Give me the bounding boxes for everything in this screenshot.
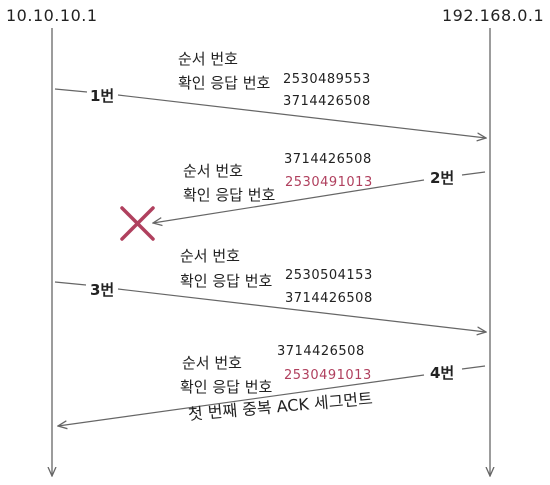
segment-1-ack-label: 확인 응답 번호	[178, 74, 271, 92]
segment-4-seq-value: 3714426508	[277, 344, 365, 359]
segment-2-arrow	[153, 179, 425, 223]
segment-1-arrow	[117, 94, 486, 138]
host-right-ip: 192.168.0.1	[442, 6, 545, 25]
segment-4-arrow-tail	[461, 365, 486, 370]
segment-1-arrow-tail	[54, 88, 88, 93]
segment-3-seq-value: 2530504153	[285, 268, 373, 283]
segment-3-seq-label: 순서 번호	[180, 247, 240, 265]
segment-3-arrow-tail	[54, 281, 87, 286]
segment-3-ack-value: 3714426508	[285, 291, 373, 306]
segment-2-seq-label: 순서 번호	[183, 162, 243, 180]
segment-2-ack-label: 확인 응답 번호	[183, 186, 276, 204]
host-left-ip: 10.10.10.1	[6, 6, 98, 25]
segment-1-ack-value: 3714426508	[283, 94, 371, 109]
segment-1-seq-value: 2530489553	[283, 72, 371, 87]
segment-3-id: 3번	[90, 281, 115, 299]
segment-3-arrow	[117, 288, 486, 332]
segment-3-ack-label: 확인 응답 번호	[180, 272, 273, 290]
segment-2-arrow-tail	[461, 171, 486, 176]
segment-1-seq-label: 순서 번호	[178, 50, 238, 68]
segment-4-ack-value: 2530491013	[284, 368, 372, 383]
segment-2-ack-value: 2530491013	[285, 175, 373, 190]
segment-4-ack-label: 확인 응답 번호	[180, 378, 273, 396]
segment-1-id: 1번	[90, 87, 115, 105]
lost-x-mark	[120, 206, 155, 241]
segment-4-id: 4번	[430, 364, 455, 382]
segment-2-id: 2번	[430, 169, 455, 187]
segment-4-seq-label: 순서 번호	[182, 354, 242, 372]
segment-4-arrow	[58, 374, 425, 426]
segment-2-seq-value: 3714426508	[284, 152, 372, 167]
